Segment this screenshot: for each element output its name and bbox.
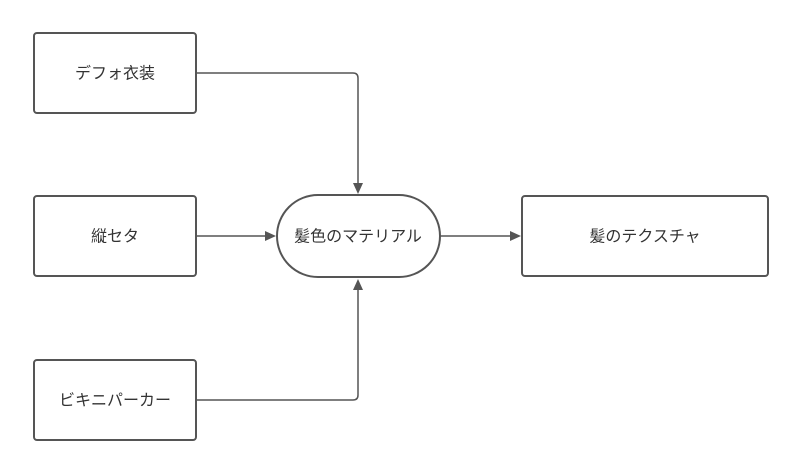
arrowhead-into-material-top: [353, 183, 363, 194]
node-sweater-label: 縦セタ: [91, 227, 139, 246]
node-bikini-parka-label: ビキニパーカー: [59, 391, 171, 410]
node-hair-material-box: [276, 194, 441, 278]
node-default-costume-label: デフォ衣装: [75, 64, 155, 83]
edge-bikini-parka-to-hair-material: [196, 289, 359, 401]
node-hair-texture-box: [521, 195, 769, 277]
node-hair-material-label: 髪色のマテリアル: [294, 227, 422, 246]
edge-default-costume-to-hair-material: [196, 72, 359, 186]
arrowhead-into-material-left: [265, 231, 276, 241]
arrowhead-into-material-bottom: [353, 279, 363, 290]
arrowhead-into-texture: [510, 231, 521, 241]
node-hair-texture: 髪のテクスチャ: [521, 195, 769, 277]
node-hair-texture-label: 髪のテクスチャ: [589, 227, 700, 246]
node-bikini-parka-box: [33, 359, 197, 441]
node-bikini-parka: ビキニパーカー: [33, 359, 197, 441]
node-sweater-box: [33, 195, 197, 277]
node-sweater: 縦セタ: [33, 195, 197, 277]
node-default-costume-box: [33, 32, 197, 114]
node-hair-material: 髪色のマテリアル: [276, 194, 441, 278]
node-default-costume: デフォ衣装: [33, 32, 197, 114]
